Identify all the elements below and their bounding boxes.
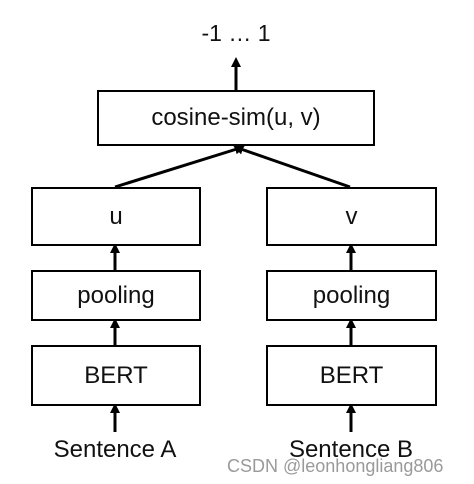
left-bert-label: BERT [84,361,148,389]
left-merge-arrow [114,144,245,189]
right-bert-label: BERT [319,361,384,389]
right-merge-arrow [233,144,351,189]
v-vector-label: v [345,202,358,230]
right-bert-box: BERT [266,345,437,406]
v-vector-box: v [266,187,437,246]
left-pooling-label: pooling [77,281,155,309]
u-vector-box: u [31,187,201,246]
sentence-b-label: Sentence B [288,436,414,463]
u-vector-label: u [109,202,123,230]
right-pooling-box: pooling [266,270,437,321]
cosine-similarity-box: cosine-sim(u, v) [97,90,375,146]
left-pooling-box: pooling [31,270,201,321]
left-bert-box: BERT [31,345,201,406]
sentence-a-label: Sentence A [53,436,177,463]
cosine-similarity-label: cosine-sim(u, v) [151,104,321,131]
csdn-watermark: CSDN @leonhongliang806 [227,456,444,476]
output-range-label: -1 … 1 [201,20,271,46]
right-pooling-label: pooling [312,281,391,309]
